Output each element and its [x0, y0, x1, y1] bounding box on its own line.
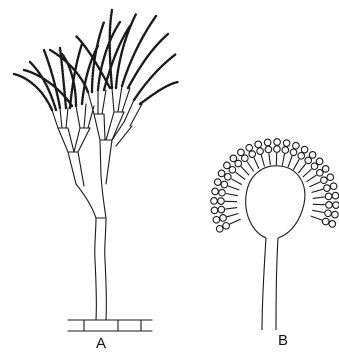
- conidium: [265, 146, 272, 153]
- stipe: [262, 238, 278, 330]
- conidium: [246, 144, 253, 151]
- sterigma: [231, 179, 242, 185]
- sterigmata-and-conidia: [211, 139, 339, 232]
- conidial-chains: [14, 10, 178, 110]
- conidium: [257, 148, 264, 155]
- sterigma: [247, 162, 254, 172]
- sterigma: [227, 214, 239, 217]
- sterigma: [311, 216, 322, 220]
- conidium: [316, 158, 323, 165]
- sterigma: [230, 219, 241, 224]
- conidium: [212, 188, 219, 195]
- conidium: [329, 221, 336, 228]
- sterigma: [288, 156, 292, 167]
- sterigma: [241, 166, 249, 175]
- conidium: [230, 155, 237, 162]
- conidium: [322, 218, 329, 225]
- conidium: [218, 170, 225, 177]
- conidium: [224, 162, 231, 169]
- left-rami: [58, 128, 90, 186]
- sterigma: [226, 194, 238, 196]
- conidium: [290, 149, 297, 156]
- sterigma: [269, 153, 271, 165]
- conidium: [211, 207, 218, 214]
- conidium: [220, 215, 227, 222]
- conidium: [264, 139, 271, 146]
- sterigma: [228, 186, 239, 190]
- conidium: [293, 142, 300, 149]
- sterigma: [282, 154, 284, 166]
- sterigma: [313, 197, 325, 199]
- conidium: [274, 146, 281, 153]
- sterigma: [236, 172, 246, 179]
- conidium: [333, 202, 339, 209]
- conidium: [255, 141, 262, 148]
- vesicle: [246, 166, 305, 238]
- conidium: [283, 140, 290, 147]
- conidium: [325, 210, 332, 217]
- sterigma: [261, 155, 264, 167]
- conidium: [325, 193, 332, 200]
- conidium: [282, 147, 289, 154]
- conidium: [330, 183, 337, 190]
- conidium: [223, 223, 230, 230]
- sterigma: [225, 208, 237, 210]
- sterigma: [254, 158, 259, 169]
- conidium: [225, 174, 232, 181]
- conidium: [309, 152, 316, 159]
- conidium: [213, 217, 220, 224]
- conidium: [221, 181, 228, 188]
- conidium: [332, 192, 339, 199]
- conidium: [298, 153, 305, 160]
- sterigma: [312, 189, 324, 192]
- conidium: [332, 211, 339, 218]
- conidium: [249, 151, 256, 158]
- penicillium-conidiophore: [14, 10, 178, 331]
- sterigma: [303, 169, 312, 177]
- conidium: [327, 174, 334, 181]
- conidium: [301, 146, 308, 153]
- basal-hypha: [68, 320, 152, 331]
- sterigma: [298, 164, 305, 174]
- conidium: [274, 139, 281, 146]
- sterigma: [307, 175, 317, 182]
- panel-label-a: A: [96, 336, 106, 351]
- conidium: [322, 166, 329, 173]
- conidium: [218, 198, 225, 205]
- sterigma: [312, 210, 324, 212]
- conidium: [216, 226, 223, 233]
- conidium: [324, 185, 331, 192]
- conidium: [326, 202, 333, 209]
- conidium: [219, 189, 226, 196]
- conidium: [218, 206, 225, 213]
- stipe: [76, 176, 106, 320]
- conidium: [321, 177, 328, 184]
- panel-label-b: B: [278, 333, 288, 348]
- conidium: [238, 149, 245, 156]
- conidium: [211, 198, 218, 205]
- sterigma: [309, 182, 320, 187]
- aspergillus-conidiophore: [211, 139, 339, 330]
- conidium: [214, 179, 221, 186]
- sterigma: [293, 159, 299, 170]
- right-rami: [94, 112, 132, 184]
